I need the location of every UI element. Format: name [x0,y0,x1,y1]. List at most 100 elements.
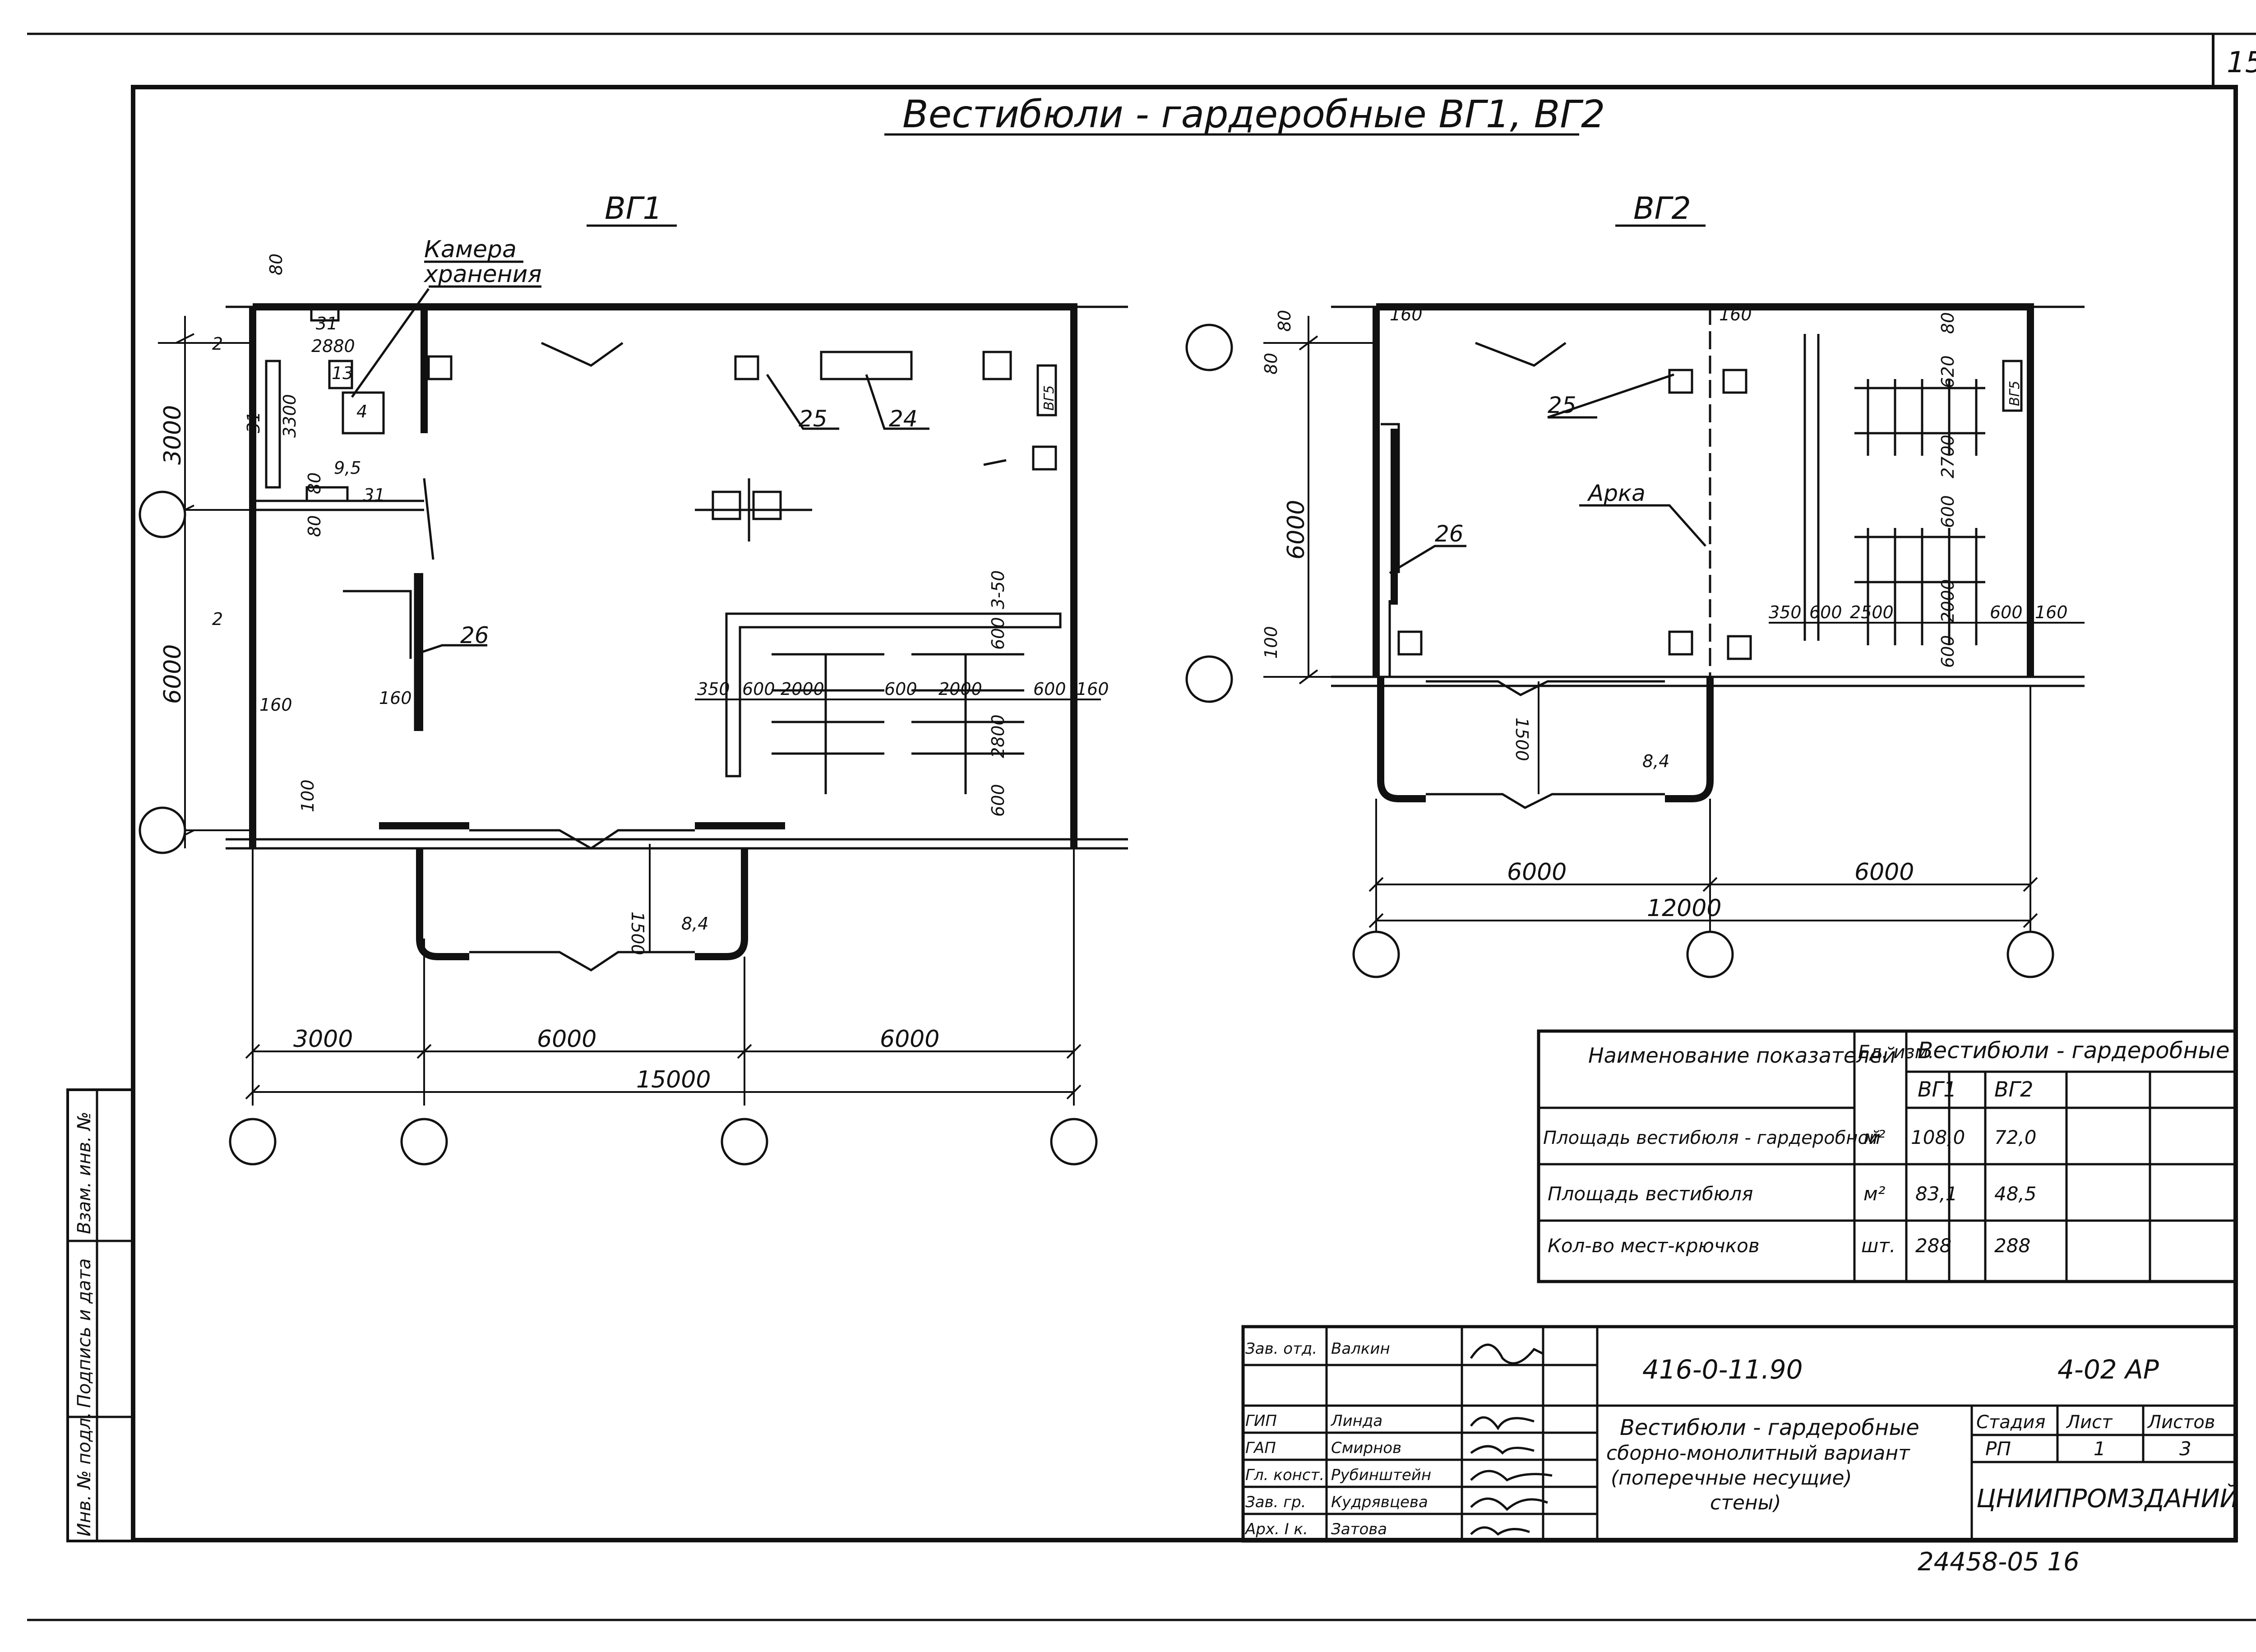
vg2-dim-1500: 1500 [1512,717,1532,761]
title-description-2: сборно-монолитный вариант [1606,1442,1910,1465]
vg2-dim-80b: 80 [1275,310,1294,332]
vg1-axis-bubble [1050,1118,1098,1166]
vg2-dim-620: 620 [1938,355,1958,388]
vg1-planters [427,351,1057,520]
vg2-dim-8-4: 8,4 [1642,751,1669,771]
vg2-arch-label: Арка [1587,480,1646,506]
vg2-axis-bubble [2006,930,2054,978]
vg1-axis-bubble [721,1118,768,1166]
vg1-dim-2880: 2880 [311,336,355,356]
vg2-dim-bottom-6000b: 6000 [1854,859,1914,886]
vg1-storage-label-1: Камера [424,236,517,263]
title-organization: ЦНИИПРОМЗДАНИЙ [1976,1484,2239,1513]
vg2-dim-600b: 600 [1938,635,1958,668]
vg2-dim-600d: 600 [1990,602,2023,622]
indicator-row-vg1: 83,1 [1915,1183,1958,1205]
vg2-dim-100: 100 [1261,626,1281,659]
main-frame [131,85,2238,1542]
vg1-dim-bottom-6000a: 6000 [537,1026,596,1053]
vg2-dim-600c: 600 [1809,602,1842,622]
indicator-row-vg1: 108,0 [1911,1126,1965,1148]
vg1-dim-600v1: 600 [988,617,1008,650]
vg2-dim-bottom-12000: 12000 [1647,895,1721,922]
title-block: 416-0-11.90 4-02 АР Вестибюли - гардероб… [1241,1325,2239,1577]
vg2-dim-160a: 160 [1390,305,1423,324]
vg2-dim-350: 350 [1769,602,1802,622]
vg1-dim-31c: 31 [363,485,385,505]
side-stamp-signature-date: Подпись и дата [74,1259,95,1408]
indicator-row-vg2: 48,5 [1994,1183,2037,1205]
side-stamp-replace-inv: Взам. инв. № [74,1111,95,1234]
title-stage-head: Стадия [1976,1412,2045,1433]
vg2-dim-bottom-6000a: 6000 [1507,859,1567,886]
vg1-dim-600v2: 600 [988,784,1008,817]
vg2-dim-160b: 160 [1719,305,1752,324]
vg1-dim-1500: 1500 [628,912,647,955]
vg1-dim-80c: 80 [305,515,324,537]
indicator-row-name: Площадь вестибюля [1548,1183,1753,1205]
indicator-row-unit: шт. [1861,1235,1895,1257]
staff-role: Зав. отд. [1245,1340,1317,1358]
indicator-row-name: Площадь вестибюля - гардеробной [1543,1128,1881,1148]
indicator-col-vg1: ВГ1 [1918,1077,1956,1101]
title-project-code: 416-0-11.90 [1642,1354,1803,1385]
staff-name: Валкин [1331,1340,1390,1358]
vg2-axis-bubble [1185,655,1233,703]
vg1-dim-2000a: 2000 [781,679,824,699]
vg1-dim-3-50: 3-50 [988,570,1008,609]
vg1-dim-3000v: 3000 [159,405,186,465]
title-description-1: Вестибюли - гардеробные [1620,1415,1919,1440]
vg2-dim-600: 600 [1938,495,1958,528]
staff-role: ГАП [1245,1439,1276,1457]
vg1-dim-2800v: 2800 [988,714,1008,758]
vg1-axis-bubble [400,1118,448,1166]
vg1-dim-160a: 160 [259,695,292,715]
vg2-dim-160c: 160 [2035,602,2068,622]
plan-vg1: ВГ1 [139,191,1128,1166]
title-sheets: 3 [2179,1438,2191,1460]
indicator-row-unit: м² [1863,1126,1886,1148]
title-sheets-head: Листов [2147,1412,2215,1433]
title-sheet-head: Лист [2066,1412,2113,1433]
plan-vg2: ВГ2 ВГ5 Арка 25 26 [1185,191,2085,978]
archive-number: 24458-05 16 [1918,1547,2080,1577]
indicator-head-name: Наименование показателей [1588,1043,1896,1068]
staff-name: Затова [1331,1520,1387,1538]
vg2-dim-2500: 2500 [1850,602,1894,622]
plan-vg2-label: ВГ2 [1633,191,1691,227]
vg1-callout-26: 26 [460,622,489,648]
staff-role: Арх. I к. [1244,1520,1308,1538]
vg1-dim-160b: 160 [379,688,412,708]
vg1-dim-3300: 3300 [280,394,300,438]
vg1-dim-100: 100 [298,779,318,812]
vg1-dim-160c: 160 [1076,679,1109,699]
vg1-axis-bubble [229,1118,277,1166]
title-sheet: 1 [2094,1438,2106,1460]
vg1-dim-8-4: 8,4 [681,914,708,934]
vg1-dim-31a: 31 [316,314,337,333]
staff-role: Зав. гр. [1245,1493,1306,1511]
vg2-dim-2700: 2700 [1938,435,1958,478]
vg1-dim-600a: 600 [742,679,775,699]
vg1-dim-80: 80 [266,254,286,275]
vg1-hanger-rows [772,653,1024,794]
vg2-callout-25: 25 [1548,392,1576,418]
staff-name: Линда [1330,1412,1382,1430]
indicator-row: Площадь вестибюля - гардеробной м² 108,0… [1543,1126,2037,1148]
vg1-walls [249,303,1077,848]
indicator-head-group: Вестибюли - гардеробные [1918,1037,2229,1064]
vg2-dim-6000v: 6000 [1283,500,1310,560]
vg1-dim-9-5: 9,5 [334,458,361,478]
vg1-dim-bottom-6000b: 6000 [880,1026,939,1053]
staff-name: Смирнов [1331,1439,1401,1457]
vg2-hanger-rows [1803,334,1985,645]
vg2-axis-bubble [1185,324,1233,371]
vg1-dim-600c: 600 [1033,679,1066,699]
indicator-row-name: Кол-во мест-крючков [1548,1235,1760,1257]
vg2-walls [1373,303,2034,677]
vg2-dim-80a: 80 [1261,353,1281,375]
vg2-tag: ВГ5 [2007,381,2023,406]
indicator-table: Наименование показателей Ед. изм. Вестиб… [1537,1029,2238,1283]
vg1-dim-600b: 600 [884,679,917,699]
